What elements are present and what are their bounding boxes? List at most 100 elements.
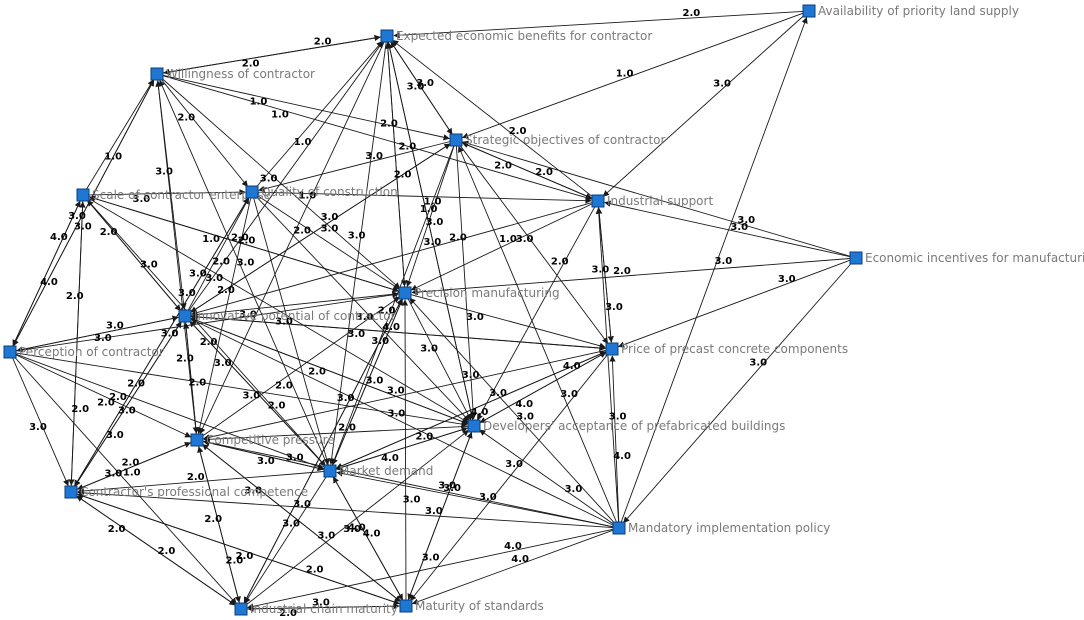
- node-marker[interactable]: [380, 29, 394, 43]
- edge-scale-to-competence: [68, 200, 84, 486]
- edge-price-to-competitive: [203, 349, 607, 441]
- edge-mandatory-to-innovative: [190, 318, 614, 526]
- edge-mandatory-to-standards: [412, 529, 614, 605]
- edge-weight-label: 3.0: [462, 370, 480, 381]
- node-competitive[interactable]: Competitive pressure: [190, 433, 335, 447]
- edge-weight-label: 3.0: [244, 485, 262, 496]
- node-marker[interactable]: [398, 286, 412, 300]
- node-innovative[interactable]: Innovative potential of contractor: [178, 309, 396, 323]
- node-competence[interactable]: Contractor's professional competence: [64, 485, 308, 499]
- node-mandatory[interactable]: Mandatory implementation policy: [612, 521, 830, 535]
- edge-strategic-to-innovative: [190, 142, 452, 313]
- node-market[interactable]: Market demand: [323, 464, 433, 478]
- edge-weight-label: 3.0: [178, 288, 196, 299]
- node-marker[interactable]: [234, 602, 248, 616]
- edge-weight-label: 2.0: [238, 236, 256, 247]
- node-marker[interactable]: [64, 485, 78, 499]
- edge-price-to-market: [335, 350, 607, 469]
- edge-weight-label: 2.0: [231, 232, 249, 243]
- edge-strategic-to-industrial_support: [461, 141, 593, 199]
- edge-mandatory-to-dev_accept: [479, 429, 615, 525]
- node-quality[interactable]: Quality of construction: [245, 185, 398, 199]
- node-label: Market demand: [339, 464, 433, 478]
- edge-willingness-to-industrial_support: [162, 75, 592, 201]
- edge-weight-label: 2.0: [97, 397, 115, 408]
- node-label: Scale of contractor enterprise: [92, 188, 271, 202]
- node-marker[interactable]: [190, 433, 204, 447]
- node-price[interactable]: Price of precast concrete components: [605, 342, 848, 356]
- edge-standards-to-precision: [401, 299, 409, 601]
- node-marker[interactable]: [178, 309, 192, 323]
- edge-weight-label: 3.0: [387, 386, 405, 397]
- node-marker[interactable]: [323, 464, 337, 478]
- edge-weight-label: 3.0: [337, 393, 355, 404]
- edge-standards-to-market: [333, 476, 404, 602]
- edge-weight-label: 3.0: [140, 259, 158, 270]
- edge-price-to-standards: [410, 353, 609, 601]
- edge-weight-label: 1.0: [104, 152, 122, 163]
- edge-weight-label: 2.0: [217, 285, 235, 296]
- edge-weight-label: 4.0: [515, 399, 533, 410]
- edge-mandatory-to-industrial_support: [595, 207, 620, 523]
- node-scale[interactable]: Scale of contractor enterprise: [76, 188, 271, 202]
- edge-scale-to-dev_accept: [87, 197, 469, 423]
- node-precision[interactable]: Precision manufacturing: [398, 286, 560, 300]
- edge-industrial_support-to-precision: [410, 203, 593, 291]
- edge-weight-label: 3.0: [560, 389, 578, 400]
- node-marker[interactable]: [3, 345, 17, 359]
- edge-industrial_support-to-innovative: [191, 202, 593, 316]
- node-marker[interactable]: [591, 194, 605, 208]
- edge-innovative-to-expected_benefits: [188, 41, 384, 312]
- node-label: Economic incentives for manufacturing: [865, 251, 1084, 265]
- node-marker[interactable]: [449, 133, 463, 147]
- edge-weight-label: 3.0: [275, 317, 293, 328]
- node-label: Industrial support: [607, 194, 713, 208]
- edge-expected_benefits-to-strategic: [389, 40, 453, 135]
- node-industrial-support[interactable]: Industrial support: [591, 194, 713, 208]
- edge-layer: [11, 10, 853, 612]
- edge-weight-label: 3.0: [778, 274, 796, 285]
- edge-strategic-to-quality: [258, 141, 451, 192]
- edge-weight-label: 2.0: [683, 8, 701, 19]
- node-marker[interactable]: [802, 4, 816, 18]
- node-label: Innovative potential of contractor: [194, 309, 396, 323]
- edge-weight-label: 3.0: [730, 222, 748, 233]
- edge-weight-label: 4.0: [363, 528, 381, 539]
- node-standards[interactable]: Maturity of standards: [399, 599, 544, 613]
- node-chain[interactable]: Industrial chain maturity: [234, 602, 398, 616]
- edge-weight-label: 1.0: [294, 137, 312, 148]
- node-strategic[interactable]: Strategic objectives of contractor: [449, 133, 665, 147]
- edge-weight-label: 2.0: [158, 546, 176, 557]
- node-econ-incentives[interactable]: Economic incentives for manufacturing: [849, 251, 1084, 265]
- edge-quality-to-competitive: [196, 197, 252, 434]
- edge-weight-label: 4.0: [471, 407, 489, 418]
- node-marker[interactable]: [76, 188, 90, 202]
- edge-econ_incentives-to-mandatory: [623, 262, 853, 524]
- edge-weight-label: 4.0: [382, 322, 400, 333]
- node-land-supply[interactable]: Availability of priority land supply: [802, 4, 1019, 18]
- node-marker[interactable]: [399, 599, 413, 613]
- edge-weight-label: 3.0: [214, 358, 232, 369]
- edge-weight-label: 2.0: [380, 119, 398, 130]
- node-marker[interactable]: [245, 185, 259, 199]
- node-marker[interactable]: [467, 419, 481, 433]
- node-marker[interactable]: [849, 251, 863, 265]
- edge-weight-label: 2.0: [314, 37, 332, 48]
- edge-weight-label: 2.0: [122, 457, 140, 468]
- node-expected-benefits[interactable]: Expected economic benefits for contracto…: [380, 29, 652, 43]
- edge-weight-label: 3.0: [609, 412, 627, 423]
- edge-weight-label: 3.0: [426, 217, 444, 228]
- edge-strategic-to-dev_accept: [455, 145, 477, 420]
- node-willingness[interactable]: Willingness of contractor: [150, 67, 315, 81]
- edge-weight-label: 2.0: [293, 226, 311, 237]
- node-marker[interactable]: [605, 342, 619, 356]
- node-marker[interactable]: [150, 67, 164, 81]
- edge-standards-to-competitive: [202, 444, 402, 603]
- node-dev-accept[interactable]: Developers' acceptance of prefabricated …: [467, 419, 785, 433]
- edge-mandatory-to-market: [336, 470, 614, 528]
- edge-willingness-to-strategic: [162, 74, 450, 141]
- node-perception[interactable]: Perception of contractor: [3, 345, 164, 359]
- edge-willingness-to-perception: [12, 79, 155, 347]
- edge-econ_incentives-to-price: [618, 259, 851, 348]
- node-marker[interactable]: [612, 521, 626, 535]
